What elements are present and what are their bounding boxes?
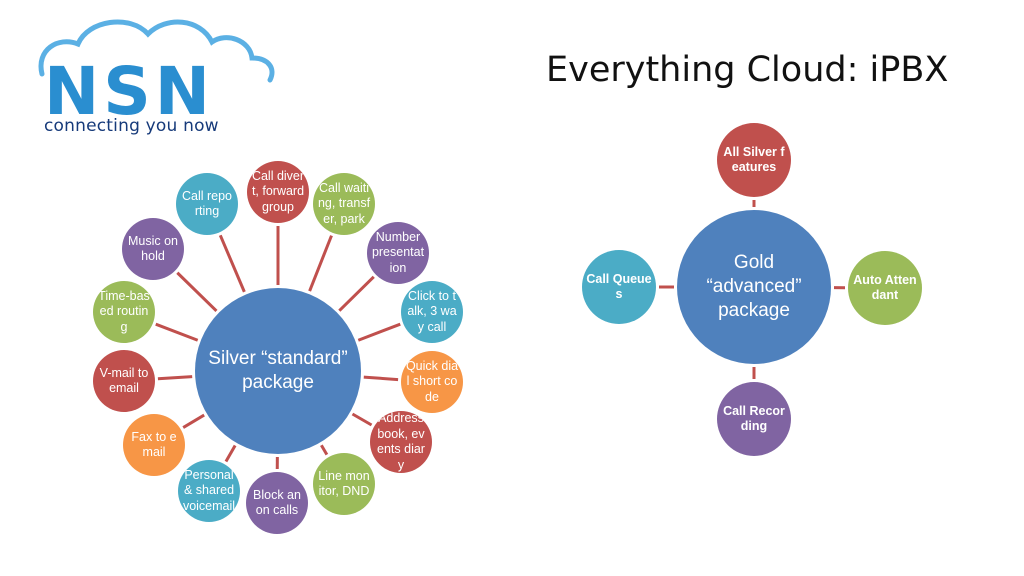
- nsn-logo: NSN: [38, 19, 275, 130]
- gold-feature-call-queues: Call Queues: [582, 250, 656, 324]
- logo-tagline: connecting you now: [44, 116, 219, 136]
- silver-connector: [157, 375, 193, 381]
- silver-feature-click-to-talk: Click to talk, 3 way call: [401, 281, 463, 343]
- silver-feature-quick-dial: Quick dial short code: [401, 351, 463, 413]
- silver-connector: [155, 322, 199, 342]
- gold-package-label: Gold “advanced” package: [706, 252, 802, 321]
- silver-feature-vmail-to-email: V-mail to email: [93, 350, 155, 412]
- cloud-outline: [38, 19, 275, 83]
- silver-connector: [182, 413, 205, 429]
- silver-connector: [351, 412, 373, 427]
- silver-feature-address-book: Address book, events diary: [370, 411, 432, 473]
- silver-feature-music-on-hold: Music on hold: [122, 218, 184, 280]
- slide-title: Everything Cloud: iPBX: [546, 50, 949, 90]
- silver-connector: [363, 375, 399, 382]
- silver-connector: [224, 444, 237, 463]
- silver-feature-time-routing: Time-based routing: [93, 281, 155, 343]
- silver-connector: [357, 322, 401, 342]
- silver-connector: [218, 234, 246, 293]
- silver-package-node: Silver “standard” package: [195, 288, 361, 454]
- silver-feature-call-divert: Call divert, forward group: [247, 161, 309, 223]
- silver-feature-call-reporting: Call reporting: [176, 173, 238, 235]
- gold-feature-auto-attendant: Auto Attendant: [848, 251, 922, 325]
- gold-package-node: Gold “advanced” package: [677, 210, 831, 364]
- silver-package-label: Silver “standard” package: [208, 348, 348, 393]
- gold-feature-call-recording: Call Recording: [717, 382, 791, 456]
- silver-feature-line-monitor: Line monitor, DND: [313, 453, 375, 515]
- silver-feature-number-presentation: Number presentation: [367, 222, 429, 284]
- silver-feature-call-waiting: Call waiting, transfer, park: [313, 173, 375, 235]
- silver-connector: [308, 235, 333, 292]
- silver-connector: [320, 444, 329, 456]
- gold-feature-all-silver: All Silver features: [717, 123, 791, 197]
- silver-connector: [338, 275, 375, 312]
- silver-feature-fax-to-email: Fax to email: [123, 414, 185, 476]
- logo-wordmark: NSN: [44, 53, 214, 130]
- silver-connector: [176, 271, 218, 313]
- silver-feature-block-anon: Block anon calls: [246, 472, 308, 534]
- silver-feature-voicemail: Personal & shared voicemail: [178, 460, 240, 522]
